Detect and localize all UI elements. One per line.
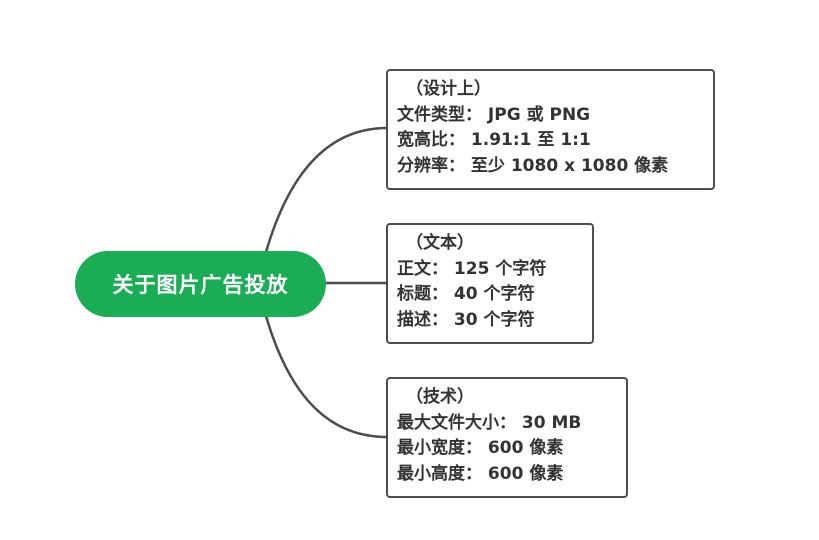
branch-item: 最小高度： 600 像素 bbox=[397, 463, 564, 484]
branch-heading: （文本） bbox=[406, 233, 474, 253]
branch-design[interactable]: （设计上） 文件类型： JPG 或 PNG 宽高比： 1.91:1 至 1:1 … bbox=[386, 69, 715, 190]
branch-item: 最小宽度： 600 像素 bbox=[397, 438, 564, 458]
connector-to-tech bbox=[264, 315, 388, 439]
branch-item: 描述： 30 个字符 bbox=[397, 309, 535, 330]
branch-item: 标题： 40 个字符 bbox=[397, 284, 535, 304]
root-topic-label: 关于图片广告投放 bbox=[112, 273, 289, 297]
branch-item: 宽高比： 1.91:1 至 1:1 bbox=[397, 130, 591, 150]
branch-item: 分辨率： 至少 1080 x 1080 像素 bbox=[397, 155, 669, 176]
branch-item: 文件类型： JPG 或 PNG bbox=[397, 104, 591, 125]
branch-item: 正文： 125 个字符 bbox=[397, 258, 547, 279]
branch-heading: （设计上） bbox=[406, 79, 491, 99]
branch-heading: （技术） bbox=[406, 387, 474, 407]
root-topic[interactable]: 关于图片广告投放 bbox=[75, 251, 326, 317]
connector-to-design bbox=[264, 126, 388, 253]
branch-text[interactable]: （文本） 正文： 125 个字符 标题： 40 个字符 描述： 30 个字符 bbox=[386, 223, 594, 344]
branch-technical[interactable]: （技术） 最大文件大小： 30 MB 最小宽度： 600 像素 最小高度： 60… bbox=[386, 377, 628, 498]
branch-item: 最大文件大小： 30 MB bbox=[397, 412, 582, 433]
